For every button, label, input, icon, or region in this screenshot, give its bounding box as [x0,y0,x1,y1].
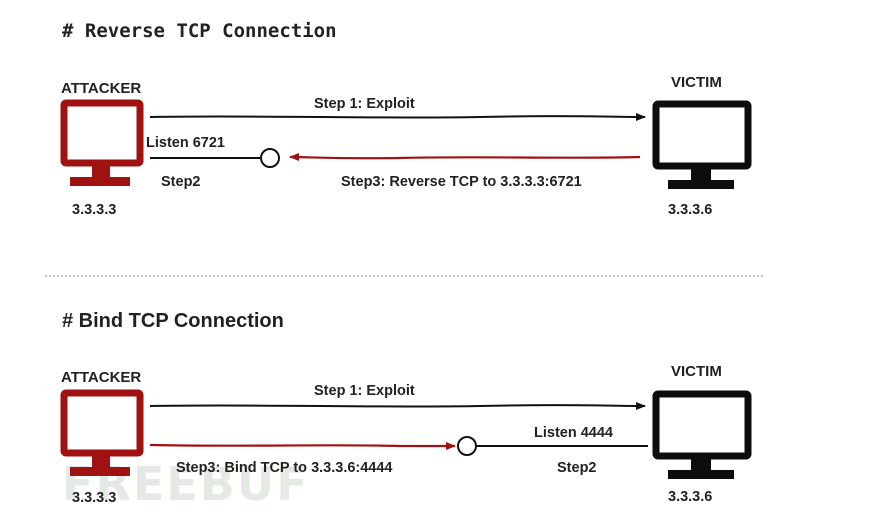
bind-step1-arrow [149,401,646,410]
reverse-step3-arrow [289,153,641,162]
bind-step3-label: Step3: Bind TCP to 3.3.3.6:4444 [176,460,393,476]
bind-attacker-label: ATTACKER [61,369,141,386]
reverse-step1-arrow [149,112,646,121]
bind-victim-label: VICTIM [671,363,722,380]
reverse-step2-label: Step2 [161,174,201,190]
reverse-victim-monitor-icon [652,100,752,189]
reverse-attacker-ip: 3.3.3.3 [72,202,116,218]
bind-victim-ip: 3.3.3.6 [668,489,712,505]
reverse-attacker-label: ATTACKER [61,80,141,97]
bind-listener-port [457,436,477,456]
bind-attacker-ip: 3.3.3.3 [72,490,116,506]
bind-attacker-monitor-icon [60,389,144,476]
reverse-listener-port [260,148,280,168]
bind-step2-label: Step2 [557,460,597,476]
reverse-step1-label: Step 1: Exploit [314,96,415,112]
reverse-step3-label: Step3: Reverse TCP to 3.3.3.3:6721 [341,174,582,190]
bind-step1-label: Step 1: Exploit [314,383,415,399]
reverse-tcp-section: # Reverse TCP Connection ATTACKER 3.3.3.… [60,20,752,218]
reverse-victim-ip: 3.3.3.6 [668,202,712,218]
bind-step3-arrow [149,442,456,450]
reverse-attacker-monitor-icon [60,99,144,186]
reverse-section-title: # Reverse TCP Connection [62,20,337,42]
reverse-victim-label: VICTIM [671,74,722,91]
bind-tcp-section: # Bind TCP Connection ATTACKER 3.3.3.3 V… [60,310,752,506]
bind-section-title: # Bind TCP Connection [62,310,284,332]
bind-victim-monitor-icon [652,390,752,479]
reverse-listen-label: Listen 6721 [146,135,225,151]
bind-listen-label: Listen 4444 [534,425,613,441]
